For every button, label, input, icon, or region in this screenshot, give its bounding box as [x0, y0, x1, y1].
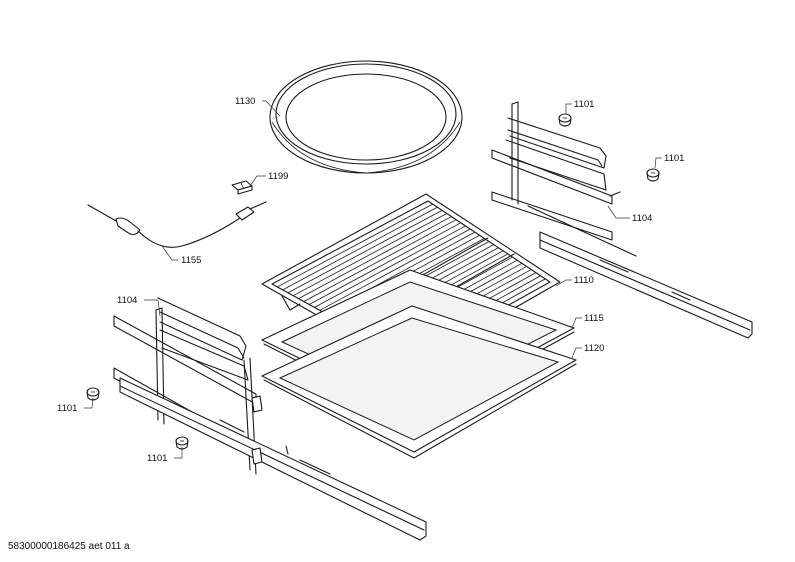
- temperature-probe-1155: [87, 201, 267, 248]
- leader-lines: [84, 100, 662, 459]
- label-1101-right-lower: 1101: [664, 153, 684, 164]
- label-1155: 1155: [181, 255, 201, 266]
- rack-wire: [308, 222, 462, 305]
- rack-wire: [298, 216, 452, 299]
- rack-wire: [293, 213, 447, 297]
- rail-set-left-1104: [113, 297, 427, 541]
- screw-right-upper-1101: [558, 113, 572, 127]
- rack-wire: [277, 203, 433, 288]
- tray-1120: [261, 305, 577, 459]
- label-1101-left-lower: 1101: [147, 453, 167, 464]
- part-labels: 1130 1199 1155 1101 1101 1104 1110 1115 …: [57, 96, 684, 464]
- rack-wire: [282, 206, 438, 291]
- label-1130: 1130: [235, 96, 255, 107]
- screw-right-lower-1101: [646, 168, 660, 182]
- rack-wire: [319, 228, 471, 311]
- rack-wire: [287, 209, 443, 294]
- rack-wire: [314, 225, 466, 308]
- label-1104-right: 1104: [632, 213, 652, 224]
- clip-1199: [231, 180, 253, 195]
- rail-set-right-1104: [491, 101, 753, 339]
- label-1120: 1120: [584, 343, 604, 354]
- rack-wire: [303, 219, 457, 302]
- drawing-number: 58300000186425 aet 011 a: [8, 541, 130, 552]
- label-1101-right-upper: 1101: [574, 99, 594, 110]
- label-1199: 1199: [268, 171, 288, 182]
- screw-left-lower-1101: [175, 436, 189, 450]
- label-1101-left-upper: 1101: [57, 403, 77, 414]
- label-1104-left: 1104: [117, 295, 137, 306]
- round-pan-1130: [269, 60, 463, 174]
- label-1110: 1110: [574, 275, 594, 286]
- label-1115: 1115: [584, 313, 604, 324]
